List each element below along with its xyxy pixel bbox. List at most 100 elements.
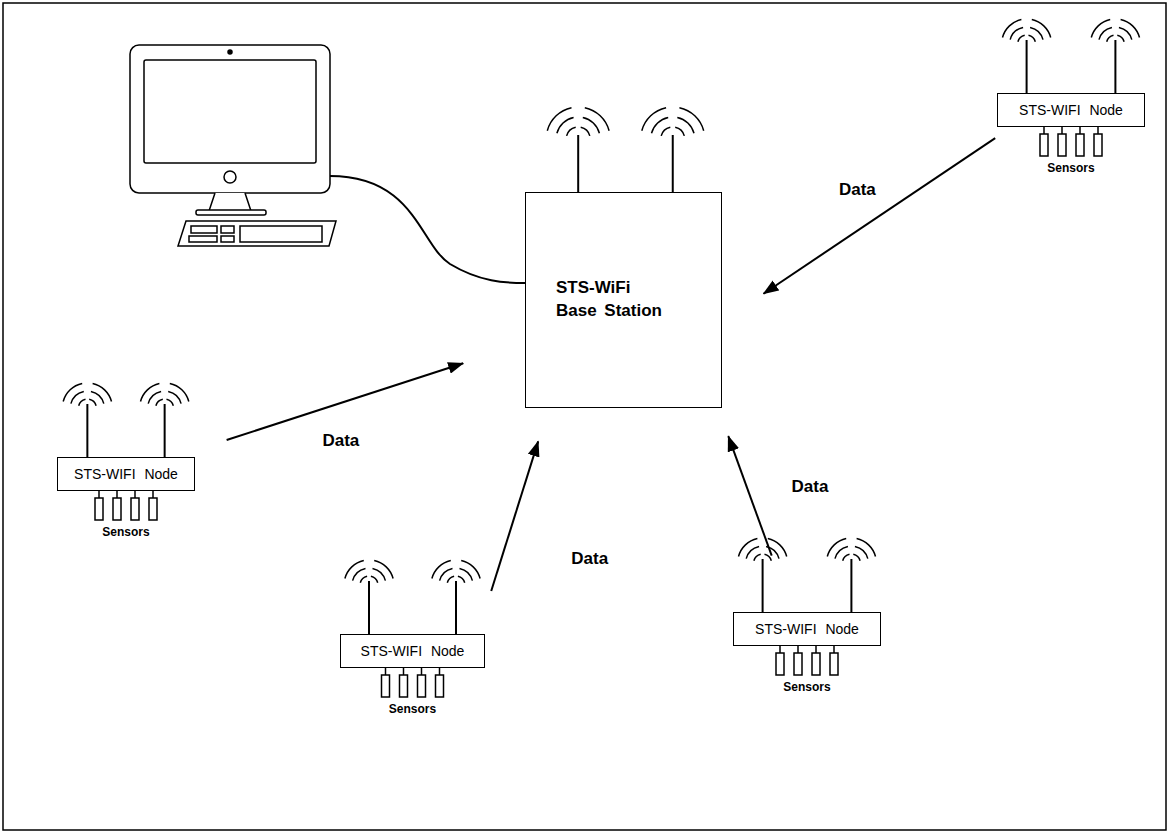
signal-arc bbox=[89, 399, 96, 406]
sensor-wire bbox=[1079, 127, 1081, 134]
signal-arc bbox=[440, 568, 453, 580]
edge-label: Data bbox=[320, 431, 361, 451]
node-label: STS-WIFI Node bbox=[74, 465, 178, 484]
signal-arc bbox=[371, 576, 378, 583]
monitor-stand bbox=[209, 193, 251, 211]
antenna bbox=[850, 559, 852, 612]
data-arrow bbox=[227, 363, 464, 440]
node-box: STS-WIFI Node bbox=[57, 457, 195, 491]
signal-arc bbox=[461, 561, 480, 579]
antenna bbox=[1026, 40, 1028, 93]
sensor bbox=[776, 653, 784, 675]
data-arrow bbox=[491, 441, 538, 591]
data-arrow bbox=[764, 138, 996, 294]
signal-arc bbox=[827, 539, 846, 557]
sensor bbox=[812, 653, 820, 675]
signal-arc bbox=[373, 568, 386, 580]
monitor bbox=[130, 45, 330, 193]
signal-arc bbox=[1121, 20, 1140, 38]
signal-arc bbox=[677, 118, 694, 134]
signal-arc bbox=[1107, 35, 1114, 42]
signal-arc bbox=[167, 399, 174, 406]
signal-arc bbox=[432, 561, 451, 579]
sensor bbox=[95, 498, 103, 520]
sensor-wire bbox=[403, 668, 405, 675]
key bbox=[191, 226, 217, 233]
key bbox=[221, 226, 234, 233]
sensor-wire bbox=[833, 646, 835, 653]
sensor bbox=[418, 675, 426, 697]
node-label: STS-WIFI Node bbox=[361, 642, 465, 661]
sensor-label: Sensors bbox=[100, 525, 151, 539]
node-label: STS-WIFI Node bbox=[755, 620, 859, 639]
signal-arc bbox=[679, 108, 703, 131]
signal-arc bbox=[853, 554, 860, 561]
signal-arc bbox=[1018, 35, 1025, 42]
antenna bbox=[86, 404, 88, 457]
signal-arc bbox=[91, 391, 104, 403]
edge-label: Data bbox=[837, 180, 878, 200]
key bbox=[240, 226, 322, 242]
stand-base bbox=[196, 210, 266, 215]
base-station-box: STS-WiFi Base Station bbox=[525, 192, 722, 408]
signal-arc bbox=[557, 118, 574, 134]
sensor bbox=[794, 653, 802, 675]
sensor-wire bbox=[815, 646, 817, 653]
node-label: STS-WiFi Base Station bbox=[556, 277, 668, 323]
signal-arc bbox=[547, 108, 571, 131]
sensor-wire bbox=[134, 491, 136, 498]
sensor bbox=[1076, 134, 1084, 156]
signal-arc bbox=[460, 568, 473, 580]
sensor-wire bbox=[779, 646, 781, 653]
sensor bbox=[113, 498, 121, 520]
edge-label: Data bbox=[569, 549, 610, 569]
signal-arc bbox=[855, 546, 868, 558]
sensor-wire bbox=[797, 646, 799, 653]
node-box: STS-WIFI Node bbox=[997, 93, 1145, 127]
keyboard bbox=[178, 221, 336, 246]
node-label: STS-WIFI Node bbox=[1019, 101, 1123, 120]
sensor bbox=[1058, 134, 1066, 156]
sensor-wire bbox=[421, 668, 423, 675]
signal-arc bbox=[765, 554, 772, 561]
sensor-label: Sensors bbox=[387, 702, 438, 716]
sensor-wire bbox=[1097, 127, 1099, 134]
signal-arc bbox=[675, 127, 684, 136]
antenna bbox=[672, 135, 674, 192]
antenna bbox=[762, 559, 764, 612]
signal-arc bbox=[567, 127, 576, 136]
signal-arc bbox=[1117, 35, 1124, 42]
signal-arc bbox=[458, 576, 465, 583]
antenna bbox=[577, 135, 579, 192]
signal-arc bbox=[661, 127, 670, 136]
power-button bbox=[224, 171, 236, 183]
signal-arc bbox=[148, 391, 161, 403]
signal-arc bbox=[843, 554, 850, 561]
antenna bbox=[1114, 40, 1116, 93]
signal-arc bbox=[170, 384, 189, 402]
node-box: STS-WIFI Node bbox=[733, 612, 881, 646]
antenna bbox=[164, 404, 166, 457]
edge-label: Data bbox=[790, 477, 831, 497]
signal-arc bbox=[360, 576, 367, 583]
signal-arc bbox=[746, 546, 759, 558]
antennas-and-sensors bbox=[63, 20, 1139, 698]
sensor bbox=[149, 498, 157, 520]
signal-arc bbox=[156, 399, 163, 406]
sensor-wire bbox=[116, 491, 118, 498]
sensor-wire bbox=[1043, 127, 1045, 134]
signal-arc bbox=[1032, 20, 1051, 38]
key bbox=[189, 236, 217, 242]
sensor-label: Sensors bbox=[1045, 161, 1096, 175]
signal-arc bbox=[739, 539, 758, 557]
sensor-label: Sensors bbox=[781, 680, 832, 694]
sensor bbox=[830, 653, 838, 675]
signal-arc bbox=[79, 399, 86, 406]
signal-arc bbox=[857, 539, 876, 557]
signal-arc bbox=[642, 108, 666, 131]
sensor bbox=[1094, 134, 1102, 156]
signal-arc bbox=[1119, 27, 1132, 39]
sensor bbox=[131, 498, 139, 520]
